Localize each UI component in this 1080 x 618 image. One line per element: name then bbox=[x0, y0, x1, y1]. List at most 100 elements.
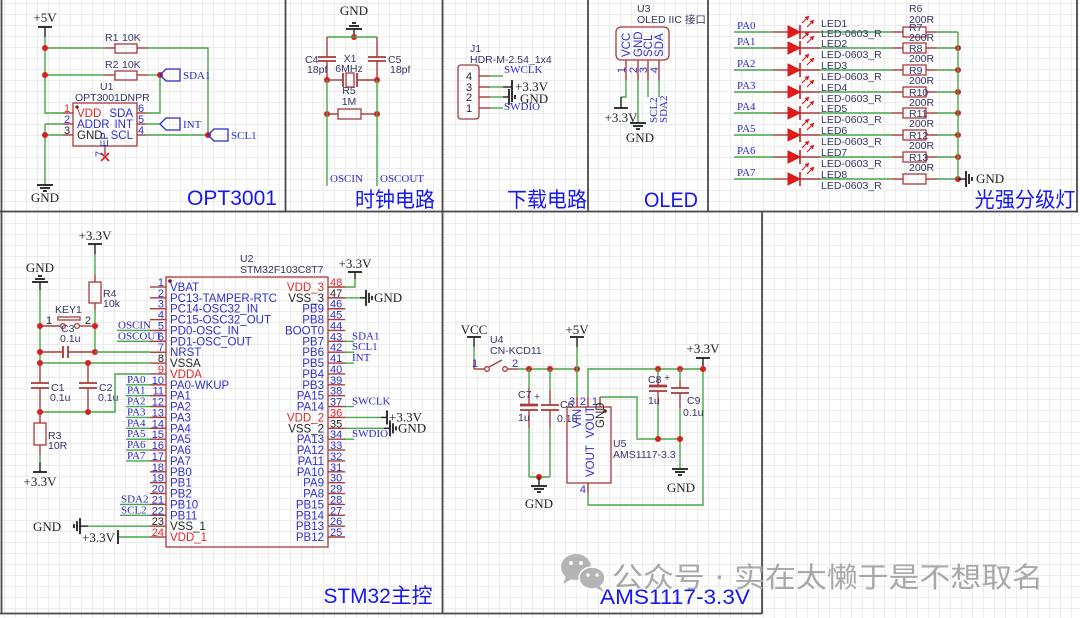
led-package: LED-0603_R bbox=[821, 28, 882, 40]
net-label: PA1 bbox=[127, 385, 146, 397]
ground-label: GND bbox=[33, 519, 61, 534]
component-ref: U4 bbox=[490, 334, 504, 346]
led-ref: LED7 bbox=[821, 147, 847, 159]
junction-dot bbox=[42, 45, 48, 51]
capacitor-ref: C8 bbox=[648, 374, 662, 386]
arrow-head bbox=[804, 76, 809, 81]
pin1-marker bbox=[603, 409, 607, 413]
resistor-body bbox=[114, 70, 138, 81]
arrow-head bbox=[809, 80, 814, 85]
power-label: +3.3V bbox=[82, 530, 116, 545]
led-ref: LED1 bbox=[821, 18, 847, 30]
component-ref: U1 bbox=[100, 81, 114, 93]
capacitor-ref: C4 bbox=[305, 54, 319, 66]
capacitor-symbol bbox=[79, 382, 97, 389]
pin-number: 5 bbox=[158, 320, 164, 332]
pin-name: VBAT bbox=[170, 282, 199, 294]
pin-name: PA12 bbox=[297, 445, 324, 457]
pin-number: 15 bbox=[152, 429, 164, 441]
pin-name: PA11 bbox=[298, 456, 324, 468]
pin-number: 6 bbox=[158, 331, 164, 343]
switch-contact bbox=[484, 366, 490, 372]
ground-label: GND bbox=[398, 420, 426, 435]
pin-number: 28 bbox=[330, 494, 342, 506]
wire bbox=[148, 47, 209, 135]
net-label-sda1: SDA1 bbox=[183, 70, 211, 82]
ground-symbol-icon bbox=[531, 485, 547, 493]
pin-name: PB14 bbox=[296, 510, 325, 522]
wechat-eye bbox=[579, 561, 583, 565]
junction-dot bbox=[42, 132, 48, 138]
pin-name: PA8 bbox=[303, 489, 324, 501]
led-triangle bbox=[787, 128, 802, 142]
mcu-body bbox=[165, 276, 329, 548]
resistor-value: 200R bbox=[909, 53, 935, 65]
led-icon bbox=[787, 15, 815, 39]
net-label: PA0 bbox=[737, 20, 756, 32]
power-label: +3.3V bbox=[24, 474, 58, 489]
capacitor-ref: C9 bbox=[687, 395, 701, 407]
pin-number: 29 bbox=[330, 484, 342, 496]
junction-dot bbox=[92, 323, 98, 329]
pin-name: PA1 bbox=[170, 391, 191, 403]
section-title: 下载电路 bbox=[507, 189, 587, 212]
led-icon bbox=[787, 53, 815, 77]
pin-number: 9 bbox=[158, 364, 164, 376]
pin-number: 8 bbox=[158, 353, 164, 365]
net-label: OSCOUT bbox=[118, 330, 162, 342]
net-label: OSCIN bbox=[118, 319, 151, 331]
pin-name: SCL bbox=[111, 130, 134, 142]
led-icon bbox=[787, 118, 815, 142]
capacitor-value: 18pf bbox=[307, 64, 328, 76]
pin-number: 27 bbox=[330, 505, 342, 517]
arrow-head bbox=[804, 16, 809, 21]
led-package: LED-0603_R bbox=[821, 49, 882, 61]
led-triangle bbox=[787, 41, 802, 55]
resistor-value: 10R bbox=[48, 440, 68, 452]
pin-name: PB5 bbox=[302, 358, 324, 370]
capacitor-ref: C1 bbox=[51, 382, 65, 394]
regulator-body bbox=[566, 406, 612, 484]
arrow-head bbox=[809, 145, 814, 150]
pin-number: 4 bbox=[466, 71, 472, 83]
pin-number: 3 bbox=[638, 67, 650, 73]
pin-number: 6 bbox=[138, 103, 144, 115]
arrow-head bbox=[809, 20, 814, 25]
nc-stroke bbox=[100, 152, 110, 162]
switch-contact bbox=[59, 322, 67, 330]
pin-name: PA3 bbox=[170, 412, 191, 424]
pin-number: 18 bbox=[152, 462, 164, 474]
pin-name: GND bbox=[77, 130, 103, 142]
capacitor-symbol bbox=[671, 387, 689, 394]
switch-contact bbox=[73, 322, 81, 330]
switch-ref: KEY1 bbox=[55, 304, 82, 316]
switch-actuator bbox=[57, 316, 81, 321]
capacitor-ref: C2 bbox=[99, 382, 113, 394]
ground-label: GND bbox=[976, 171, 1004, 186]
ground-label: GND bbox=[626, 130, 654, 145]
led-icon bbox=[787, 162, 815, 186]
pin-number: 11 bbox=[153, 386, 164, 398]
pin-name: VIN bbox=[572, 409, 584, 428]
resistor-body bbox=[88, 281, 102, 304]
capacitor-value: 0.1u bbox=[683, 407, 704, 419]
net-label: PA7 bbox=[127, 450, 146, 462]
wire bbox=[44, 37, 63, 114]
led-ref: LED3 bbox=[821, 60, 847, 72]
wechat-eye bbox=[569, 561, 573, 565]
capacitor-symbol bbox=[31, 382, 49, 389]
ground-symbol-icon bbox=[672, 468, 688, 476]
pin-name: VOUT bbox=[585, 406, 597, 438]
resistor-value: 200R bbox=[909, 118, 935, 130]
resistor-ref: R4 bbox=[103, 288, 117, 300]
pin-number: 2 bbox=[512, 358, 518, 370]
pin-number: 44 bbox=[330, 320, 342, 332]
